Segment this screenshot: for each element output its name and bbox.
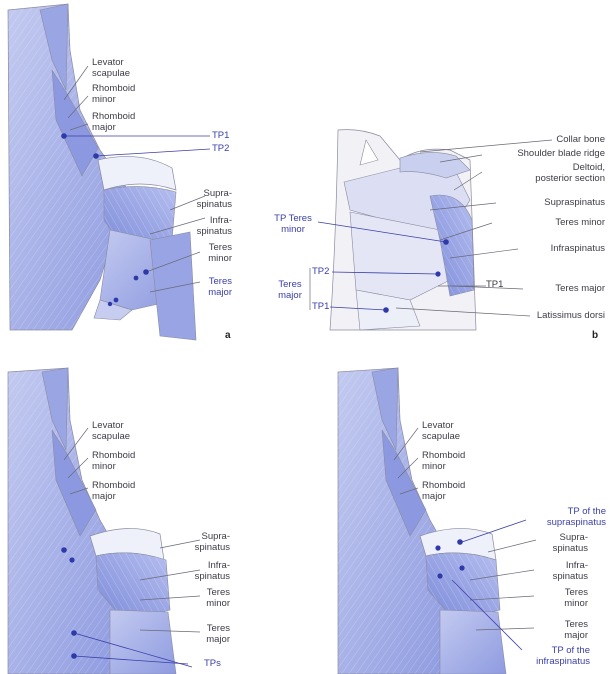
label-a-teres-minor: Teres minor	[208, 242, 232, 264]
label-b-tp1-right: TP1	[486, 279, 504, 290]
tp-dot-b3	[383, 307, 389, 313]
label-d-teres-major: Teres major	[564, 619, 588, 641]
label-d-levator-scapulae: Levator scapulae	[422, 420, 461, 442]
tp-dot-b1	[443, 239, 449, 245]
label-b-tp-teres-minor: TP Teres minor	[274, 213, 312, 235]
leader-lines	[63, 65, 553, 668]
label-b-shoulder-blade-ridge: Shoulder blade ridge	[517, 148, 605, 159]
label-d-infraspinatus: Infra- spinatus	[552, 560, 588, 582]
tp-dot-a5	[113, 297, 119, 303]
label-a-teres-major: Teres major	[208, 276, 232, 298]
label-b-teres-major: Teres major	[555, 283, 605, 294]
label-d-tp-supraspinatus: TP of the supraspinatus	[546, 506, 606, 528]
tp-dot-b2	[435, 271, 441, 277]
tp-dot-c3	[71, 630, 77, 636]
label-a-infraspinatus: Infra- spinatus	[196, 215, 232, 237]
label-a-tp2: TP2	[212, 143, 230, 154]
tp-dot-d1	[435, 545, 441, 551]
label-b-teres-minor: Teres minor	[555, 217, 605, 228]
tp-dot-a4	[133, 275, 139, 281]
label-b-tp2: TP2	[312, 266, 330, 277]
tp-dot-a1	[61, 133, 67, 139]
tp-dot-a6	[107, 301, 113, 307]
label-d-teres-minor: Teres minor	[564, 587, 588, 609]
label-b-tp1: TP1	[312, 301, 330, 312]
panel-b-illustration	[329, 129, 477, 331]
label-c-teres-major: Teres major	[206, 623, 230, 645]
label-b-deltoid: Deltoid, posterior section	[535, 162, 605, 184]
panel-a-letter: a	[225, 330, 231, 341]
trigger-point-dots	[61, 133, 465, 659]
tp-dot-a2	[93, 153, 99, 159]
tp-dot-c4	[71, 653, 77, 659]
tp-dot-d2	[457, 539, 463, 545]
label-c-rhomboid-major: Rhomboid major	[92, 480, 136, 502]
panel-b-letter: b	[592, 330, 599, 341]
label-c-rhomboid-minor: Rhomboid minor	[92, 450, 136, 472]
label-c-teres-minor: Teres minor	[206, 587, 230, 609]
label-b-infraspinatus: Infraspinatus	[550, 243, 605, 254]
label-b-collar-bone: Collar bone	[556, 134, 605, 145]
panel-a-illustration	[7, 3, 197, 341]
label-b-latissimus-dorsi: Latissimus dorsi	[536, 310, 605, 321]
tp-dot-a3	[143, 269, 149, 275]
tp-dot-c2	[69, 557, 75, 563]
label-d-supraspinatus: Supra- spinatus	[552, 532, 588, 554]
tp-dot-c1	[61, 547, 67, 553]
label-a-rhomboid-major: Rhomboid major	[92, 111, 136, 133]
label-d-rhomboid-major: Rhomboid major	[422, 480, 466, 502]
panel-c-illustration	[7, 367, 177, 674]
tp-dot-d3	[437, 573, 443, 579]
label-c-supraspinatus: Supra- spinatus	[194, 531, 230, 553]
label-c-levator-scapulae: Levator scapulae	[92, 420, 131, 442]
label-d-rhomboid-minor: Rhomboid minor	[422, 450, 466, 472]
label-a-levator-scapulae: Levator scapulae	[92, 57, 131, 79]
label-a-tp1: TP1	[212, 130, 230, 141]
label-d-tp-infraspinatus: TP of the infraspinatus	[536, 645, 590, 667]
label-a-rhomboid-minor: Rhomboid minor	[92, 83, 136, 105]
label-b-supraspinatus: Supraspinatus	[544, 197, 605, 208]
label-a-supraspinatus: Supra- spinatus	[196, 188, 232, 210]
label-c-infraspinatus: Infra- spinatus	[194, 560, 230, 582]
panel-d-illustration	[337, 367, 507, 674]
label-c-tps: TPs	[204, 658, 221, 669]
tp-dot-d4	[459, 565, 465, 571]
label-b-teres-major-left: Teres major	[278, 279, 302, 301]
